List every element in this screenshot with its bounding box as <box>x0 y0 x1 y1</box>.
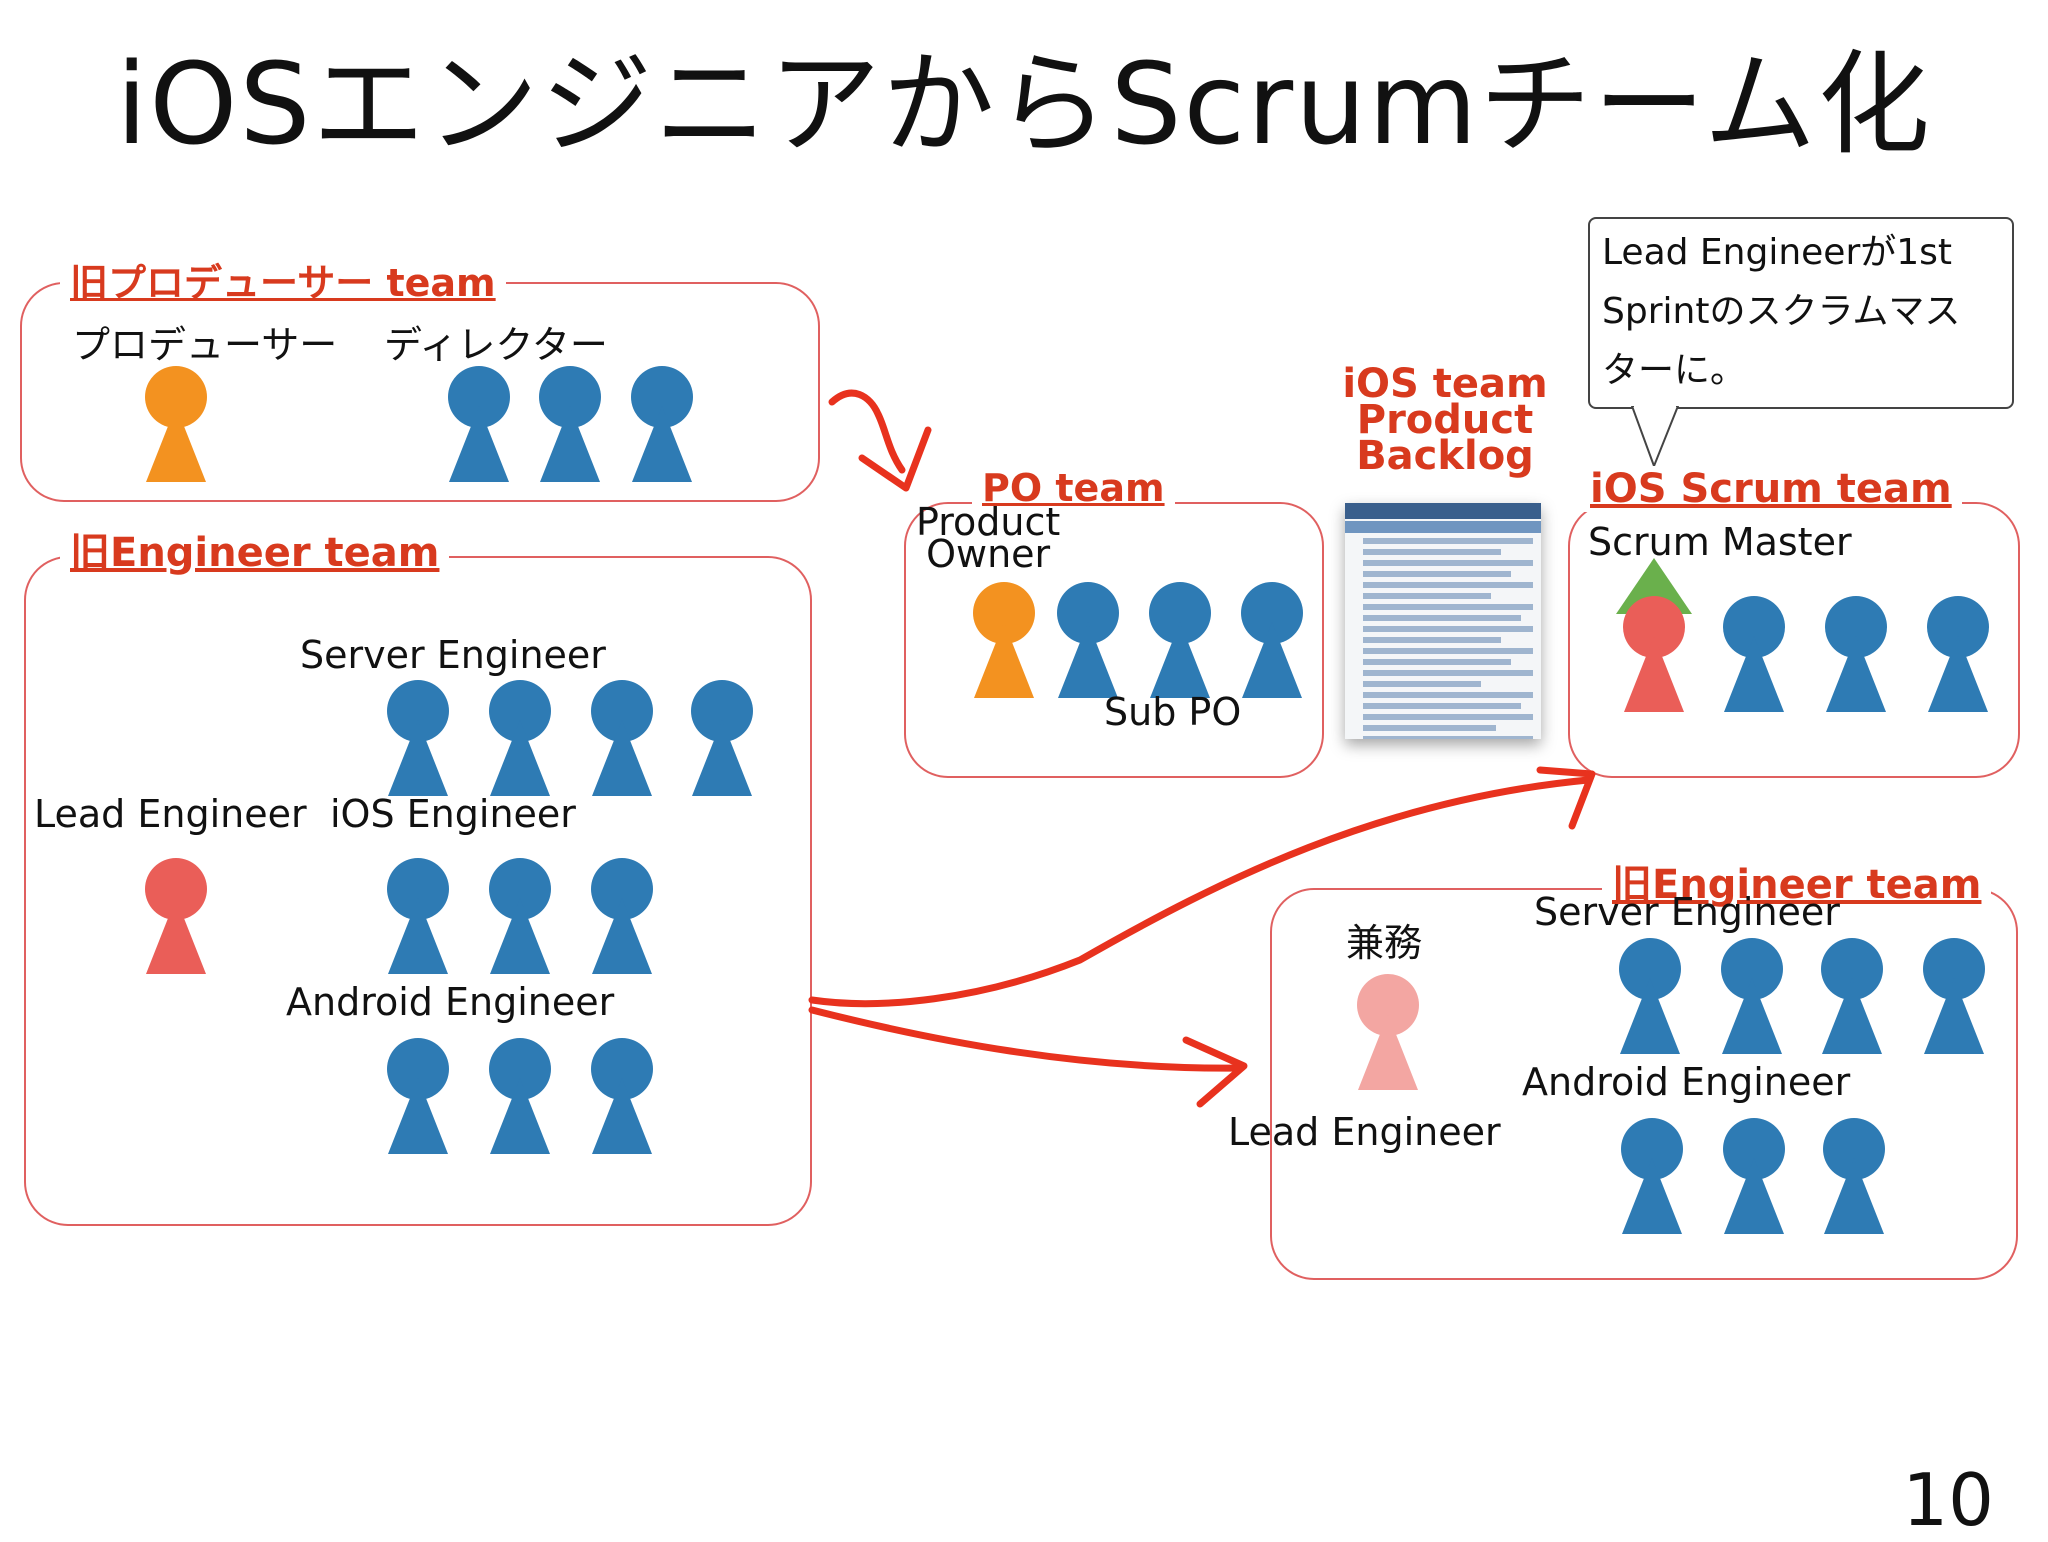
scrum-master-icon <box>1622 596 1686 712</box>
ios-engineer-icon <box>488 858 552 974</box>
callout-pointer <box>1630 406 1680 469</box>
sub-po-label: Sub PO <box>1104 690 1242 734</box>
scrum-master-label: Scrum Master <box>1588 520 1852 564</box>
arrow-to-scrum-team <box>808 776 1592 1008</box>
new-android-engineer-icon <box>1620 1118 1684 1234</box>
sub-po-icon <box>1240 582 1304 698</box>
director-person-icon <box>447 366 511 482</box>
server-engineer-icon <box>590 680 654 796</box>
ios-scrum-team-label: iOS Scrum team <box>1580 466 1962 512</box>
lead-engineer-icon <box>144 858 208 974</box>
po-team-label: PO team <box>972 466 1175 510</box>
producer-team-label: 旧プロデューサー team <box>60 252 506 307</box>
sub-po-icon <box>1148 582 1212 698</box>
scrum-master-hat-icon <box>1616 558 1692 614</box>
arrow-to-po-team <box>828 389 906 474</box>
producer-person-icon <box>144 366 208 482</box>
director-person-icon <box>538 366 602 482</box>
concurrent-lead-engineer-icon <box>1356 974 1420 1090</box>
server-engineer-icon <box>488 680 552 796</box>
arrow-to-new-engineer-team <box>808 1006 1244 1072</box>
director-role-label: ディレクター <box>384 323 608 367</box>
callout-text: Lead Engineerが1st Sprintのスクラムマス ターに。 <box>1602 232 1961 391</box>
android-engineer-icon <box>488 1038 552 1154</box>
product-backlog-thumbnail <box>1345 503 1541 739</box>
new-android-engineer-label: Android Engineer <box>1522 1060 1851 1104</box>
lead-engineer-callout: Lead Engineerが1st Sprintのスクラムマス ターに。 <box>1588 217 2014 409</box>
new-android-engineer-icon <box>1722 1118 1786 1234</box>
product-owner-icon <box>972 582 1036 698</box>
director-person-icon <box>630 366 694 482</box>
ios-engineer-label: iOS Engineer <box>330 792 576 836</box>
producer-role-label: プロデューサー <box>72 323 338 367</box>
arrow-head-scrum-team <box>1536 766 1596 830</box>
old-engineer-team-label: 旧Engineer team <box>60 520 450 578</box>
product-owner-label: Product Owner <box>916 500 1061 576</box>
new-server-engineer-icon <box>1618 938 1682 1054</box>
slide-title: iOSエンジニアからScrumチーム化 <box>116 40 1932 170</box>
new-lead-engineer-label: Lead Engineer <box>1228 1110 1501 1154</box>
android-engineer-label: Android Engineer <box>286 980 615 1024</box>
server-engineer-icon <box>386 680 450 796</box>
android-engineer-icon <box>590 1038 654 1154</box>
new-server-engineer-label: Server Engineer <box>1534 890 1840 934</box>
new-android-engineer-icon <box>1822 1118 1886 1234</box>
new-server-engineer-icon <box>1820 938 1884 1054</box>
page-number: 10 <box>1902 1458 1994 1542</box>
lead-engineer-label: Lead Engineer <box>34 792 307 836</box>
new-server-engineer-icon <box>1922 938 1986 1054</box>
scrum-team-member-icon <box>1926 596 1990 712</box>
product-backlog-label: iOS team Product Backlog <box>1342 361 1548 479</box>
android-engineer-icon <box>386 1038 450 1154</box>
concurrent-role-label: 兼務 <box>1346 921 1423 965</box>
server-engineer-icon <box>690 680 754 796</box>
arrow-head-new-engineer-team <box>1182 1036 1248 1108</box>
server-engineer-label: Server Engineer <box>300 633 606 677</box>
ios-engineer-icon <box>386 858 450 974</box>
scrum-team-member-icon <box>1824 596 1888 712</box>
new-engineer-team-label: 旧Engineer team <box>1602 852 1992 910</box>
sub-po-icon <box>1056 582 1120 698</box>
scrum-team-member-icon <box>1722 596 1786 712</box>
new-server-engineer-icon <box>1720 938 1784 1054</box>
arrow-head-po-team <box>858 426 932 492</box>
ios-engineer-icon <box>590 858 654 974</box>
